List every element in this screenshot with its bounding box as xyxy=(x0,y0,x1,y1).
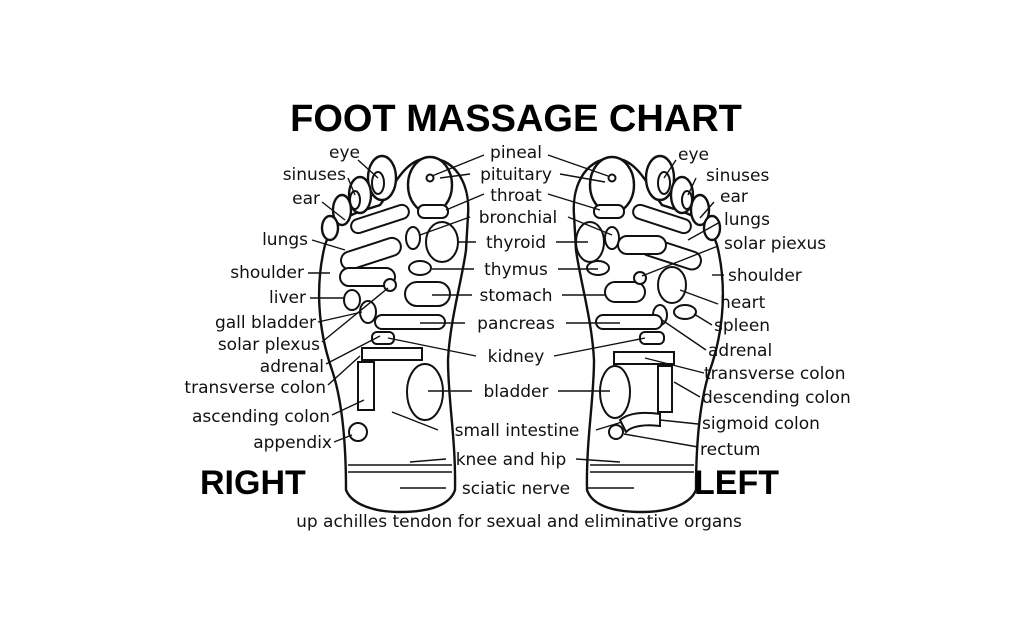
right-thymus-zone xyxy=(408,260,432,276)
label-left-descending-colon: descending colon xyxy=(702,388,851,408)
right-appendix-zone xyxy=(348,422,368,442)
right-kidney-zone xyxy=(371,331,395,345)
footer-note: up achilles tendon for sexual and elimin… xyxy=(296,512,742,532)
label-pancreas: pancreas xyxy=(477,314,555,334)
label-right-solar-plexus: solar plexus xyxy=(218,335,320,355)
label-kidney: kidney xyxy=(488,347,545,367)
right-pancreas-zone xyxy=(374,314,446,330)
label-stomach: stomach xyxy=(479,286,552,306)
left-kidney-zone xyxy=(639,331,665,345)
right-shoulder-zone xyxy=(339,267,396,287)
label-pituitary: pituitary xyxy=(480,165,552,185)
left-spleen-zone xyxy=(673,304,697,320)
left-shoulder-zone xyxy=(617,235,667,255)
label-sciatic-nerve: sciatic nerve xyxy=(462,479,570,499)
label-bladder: bladder xyxy=(484,382,549,402)
right-eye-zone xyxy=(371,171,385,195)
left-bladder-zone xyxy=(599,365,631,419)
label-right-liver: liver xyxy=(269,288,306,308)
left-foot xyxy=(572,154,725,514)
left-heart-zone xyxy=(657,266,687,304)
label-left-ear: ear xyxy=(720,187,748,207)
right-lung-zone xyxy=(340,236,402,271)
left-toe-5 xyxy=(702,214,722,242)
label-right-transverse-colon: transverse colon xyxy=(184,378,326,398)
right-foot-labels: eye sinuses ear lungs shoulder liver gal… xyxy=(184,143,360,453)
label-left-shoulder: shoulder xyxy=(728,266,802,286)
label-left-sinuses: sinuses xyxy=(706,166,769,186)
right-stomach-zone xyxy=(404,281,451,307)
right-transverse-colon-zone xyxy=(361,347,423,361)
left-sigmoid-colon-zone xyxy=(618,411,661,434)
page-title: FOOT MASSAGE CHART xyxy=(290,98,742,140)
left-descending-colon-zone xyxy=(657,365,673,413)
right-liver-zone xyxy=(343,289,361,311)
left-thymus-zone xyxy=(586,260,610,276)
right-bladder-zone xyxy=(406,363,444,421)
label-left-rectum: rectum xyxy=(700,440,760,460)
label-thymus: thymus xyxy=(484,260,548,280)
left-eye-zone xyxy=(657,171,671,195)
right-pineal-zone xyxy=(425,173,435,183)
label-thyroid: thyroid xyxy=(486,233,546,253)
right-toe-5 xyxy=(320,214,340,242)
label-left-eye: eye xyxy=(678,145,709,165)
label-left-heart: heart xyxy=(720,293,766,313)
left-solar-plexus-zone xyxy=(633,271,647,285)
right-thyroid-zone xyxy=(425,221,459,263)
label-small-intestine: small intestine xyxy=(455,421,580,441)
label-knee-and-hip: knee and hip xyxy=(456,450,567,470)
left-foot-title: LEFT xyxy=(694,464,779,502)
right-throat-zone xyxy=(417,204,449,219)
left-pancreas-zone xyxy=(595,314,663,330)
left-throat-zone xyxy=(593,204,625,219)
center-labels: pineal pituitary throat bronchial thyroi… xyxy=(455,143,580,499)
right-ear-zone xyxy=(350,203,410,235)
label-right-appendix: appendix xyxy=(253,433,332,453)
label-left-solar-plexus: solar piexus xyxy=(724,234,826,254)
right-sinus-zone xyxy=(349,190,361,210)
left-bronchial-zone xyxy=(604,226,620,250)
right-foot-title: RIGHT xyxy=(200,464,306,502)
left-stomach-zone xyxy=(604,281,646,303)
left-pineal-zone xyxy=(607,173,617,183)
label-left-lungs: lungs xyxy=(724,210,770,230)
leader-lines xyxy=(308,154,724,489)
left-sinus-zone xyxy=(681,190,693,210)
left-toe-4 xyxy=(689,193,711,227)
label-right-eye: eye xyxy=(329,143,360,163)
label-left-spleen: spleen xyxy=(714,316,770,336)
right-ascending-colon-zone xyxy=(357,361,375,411)
label-throat: throat xyxy=(490,186,542,206)
label-bronchial: bronchial xyxy=(479,208,558,228)
label-right-ear: ear xyxy=(292,189,320,209)
left-transverse-colon-zone xyxy=(613,351,675,365)
label-right-shoulder: shoulder xyxy=(230,263,304,283)
label-left-transverse-colon: transverse colon xyxy=(704,364,846,384)
left-ear-zone xyxy=(632,203,692,235)
left-rectum-zone xyxy=(608,424,624,440)
label-pineal: pineal xyxy=(490,143,542,163)
label-right-lungs: lungs xyxy=(262,230,308,250)
label-left-adrenal: adrenal xyxy=(708,341,772,361)
label-right-sinuses: sinuses xyxy=(283,165,346,185)
label-right-adrenal: adrenal xyxy=(260,357,324,377)
right-foot xyxy=(317,154,470,514)
label-right-gall-bladder: gall bladder xyxy=(215,313,316,333)
left-foot-labels: eye sinuses ear lungs solar piexus shoul… xyxy=(678,145,851,460)
label-right-ascending-colon: ascending colon xyxy=(192,407,330,427)
right-bronchial-zone xyxy=(405,226,421,250)
label-left-sigmoid-colon: sigmoid colon xyxy=(702,414,820,434)
